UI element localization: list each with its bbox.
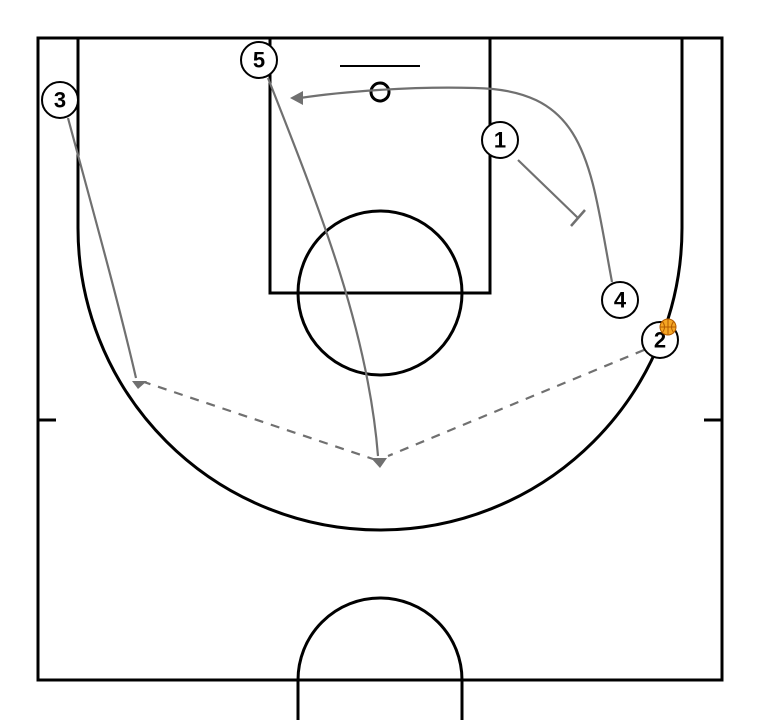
basketball-icon — [659, 318, 677, 336]
center-circle — [296, 596, 464, 720]
play-actions — [66, 77, 645, 468]
three-point-line — [76, 38, 684, 532]
player-4-marker — [601, 281, 639, 319]
player-5-marker — [240, 41, 278, 79]
pass-line-5-to-3 — [143, 380, 377, 462]
free-throw-circle — [296, 209, 464, 377]
player-4-label: 4 — [614, 288, 627, 313]
rim — [369, 81, 391, 103]
player-3[interactable]: 3 — [41, 81, 79, 119]
cut-line-5 — [266, 77, 380, 457]
court-boundary — [36, 36, 724, 682]
player-5-label: 5 — [253, 48, 265, 73]
arrowhead-cut-4 — [290, 91, 303, 105]
cut-line-4 — [299, 86, 614, 283]
cut-line-3 — [66, 117, 138, 379]
player-1[interactable]: 1 — [481, 121, 519, 159]
player-3-marker — [41, 81, 79, 119]
player-3-label: 3 — [54, 88, 66, 113]
player-1-marker — [481, 121, 519, 159]
screen-line-1 — [517, 159, 579, 219]
player-4[interactable]: 4 — [601, 281, 639, 319]
court-lines — [36, 36, 724, 720]
pass-line-2-to-5 — [387, 348, 645, 458]
screen-bar-1 — [570, 209, 586, 227]
arrowhead-cut-3 — [132, 381, 147, 389]
free-throw-lane — [268, 36, 492, 295]
player-5[interactable]: 5 — [240, 41, 278, 79]
players: 1 2 3 4 5 — [41, 41, 679, 359]
player-2[interactable]: 2 — [641, 318, 679, 359]
player-1-label: 1 — [494, 128, 506, 153]
